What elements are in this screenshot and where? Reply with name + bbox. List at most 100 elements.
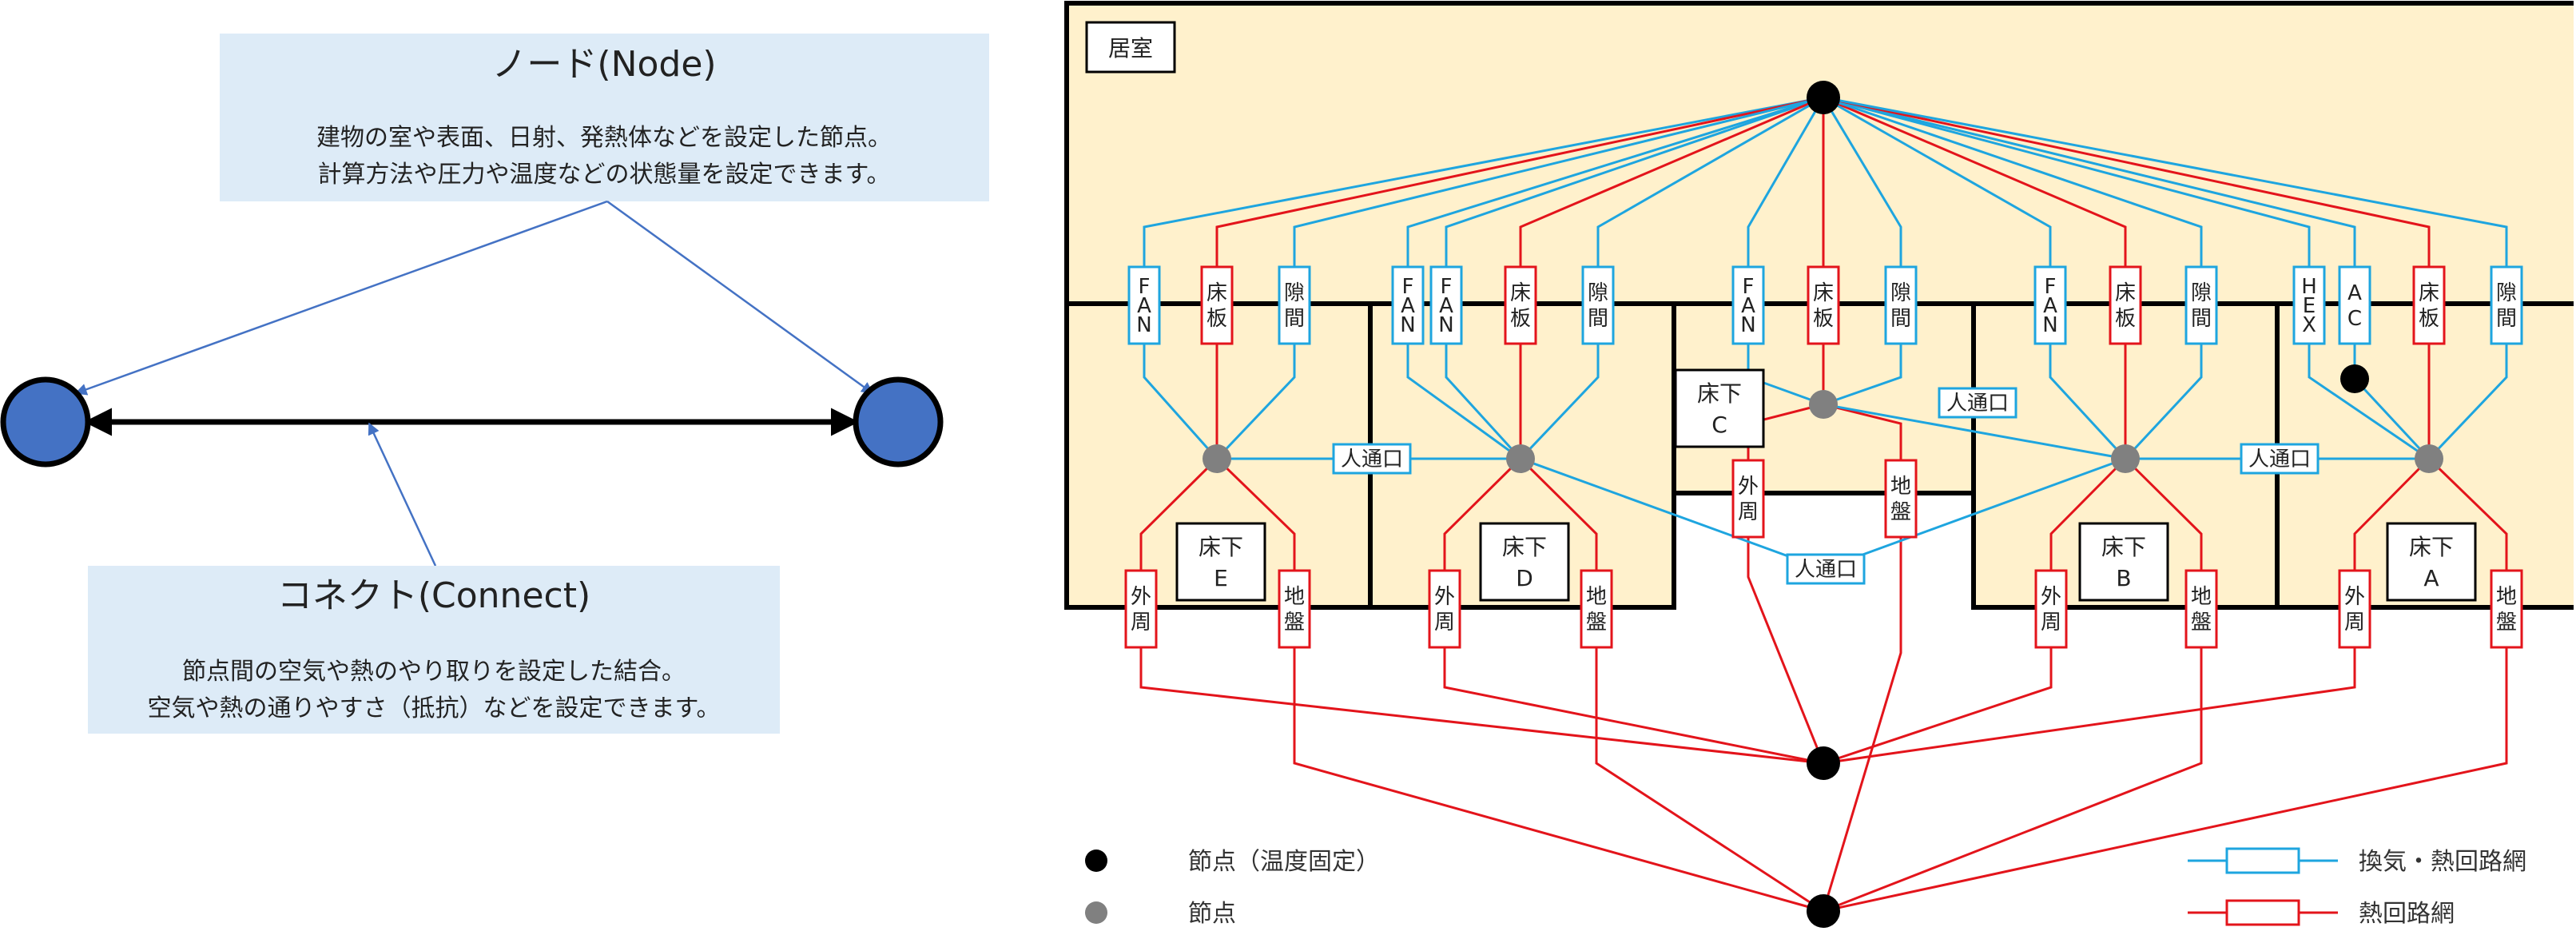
passage-box-long: 人通口 <box>1786 553 1866 585</box>
living-room-area <box>1067 3 2574 304</box>
lower-ground-box: 地盤 <box>2490 569 2523 649</box>
link-zone-hex <box>2308 344 2430 460</box>
link-top-fan <box>1445 96 1824 267</box>
upper-gap-label: 隙 <box>2191 281 2212 305</box>
node-underfloor-d <box>1506 444 1535 473</box>
node-callout-box <box>220 34 989 201</box>
link-top-floor_board <box>1823 96 2431 267</box>
room-label: 居室 <box>1108 35 1153 62</box>
passage-box-0: 人通口 <box>1332 443 1412 475</box>
link-ground-perimeter <box>1747 537 1825 764</box>
upper-floor_board-label: 床 <box>2115 281 2136 305</box>
upper-fan-box: FAN <box>1127 265 1161 345</box>
upper-hex-label: E <box>2303 294 2316 318</box>
lower-perimeter-box: 外周 <box>1124 569 1158 649</box>
legend-heat-text: 熱回路網 <box>2359 900 2455 928</box>
connect-pointer <box>368 422 437 567</box>
upper-fan-label: A <box>1741 294 1755 318</box>
underfloor-e-line1: 床下 <box>1199 534 1243 560</box>
upper-fan-label: F <box>1441 275 1453 299</box>
passage-box-1-label: 人通口 <box>1946 392 2009 416</box>
link-zone-fan <box>1143 344 1218 460</box>
link-zone-fan <box>2049 344 2127 460</box>
upper-gap-box: 隙間 <box>2490 265 2523 345</box>
link-ground-perimeter <box>1823 647 2053 765</box>
upper-gap-box: 隙間 <box>1581 265 1615 345</box>
link-down-ground <box>2124 457 2203 571</box>
underfloor-c-line1: 床下 <box>1697 380 1742 407</box>
upper-fan-box: FAN <box>1391 265 1425 345</box>
upper-gap-label: 隙 <box>1284 281 1305 305</box>
upper-gap-label: 間 <box>2496 307 2517 331</box>
lower-ground-label: 盤 <box>1890 500 1911 524</box>
passage-box-long-label: 人通口 <box>1795 558 1857 582</box>
link-zone-gap <box>1215 344 1296 460</box>
lower-perimeter-label: 周 <box>1434 611 1455 635</box>
legend-vent-text: 換気・熱回路網 <box>2359 848 2526 876</box>
node-callout-line1: 建物の室や表面、日射、発熱体などを設定した節点。 <box>316 124 892 152</box>
node-callout-title: ノード(Node) <box>491 44 716 85</box>
upper-fan-box: FAN <box>2033 265 2067 345</box>
lower-ground-label: 地 <box>2191 585 2212 609</box>
lower-perimeter-label: 外 <box>2041 585 2061 609</box>
underfloor-d-box <box>1479 522 1570 602</box>
lower-ground-box: 地盤 <box>1278 569 1311 649</box>
passage-box-1: 人通口 <box>1938 387 2017 419</box>
upper-fan-label: F <box>1743 275 1755 299</box>
link-top-ac <box>1823 96 2356 267</box>
link-top-hex <box>1823 96 2311 267</box>
upper-fan-box: FAN <box>1429 265 1463 345</box>
connection-lines <box>1139 96 2508 913</box>
node-underfloor-e <box>1203 444 1231 473</box>
diagram-legend: 節点（温度固定） 節点 換気・熱回路網 熱回路網 <box>1085 847 2526 928</box>
upper-fan-label: F <box>2045 275 2057 299</box>
upper-floor_board-box: 床板 <box>1807 265 1840 345</box>
upper-gap-box: 隙間 <box>1278 265 1311 345</box>
lower-ground-label: 盤 <box>1284 611 1305 635</box>
underfloor-b-box <box>2078 522 2169 602</box>
link-top-gap <box>1822 97 1902 267</box>
lower-ground-label: 地 <box>1586 585 1607 609</box>
upper-floor_board-label: 床 <box>1510 281 1531 305</box>
passage-box-2: 人通口 <box>2240 443 2320 475</box>
upper-hex-box: HEX <box>2292 265 2326 345</box>
legend-node-text: 節点 <box>1188 900 1236 928</box>
upper-floor_board-box: 床板 <box>1504 265 1537 345</box>
upper-fan-label: A <box>1401 294 1415 318</box>
upper-floor_board-label: 板 <box>1207 307 1227 331</box>
upper-fan-label: A <box>1137 294 1151 318</box>
node-underfloor-a <box>2415 444 2443 473</box>
link-ground-perimeter <box>1139 647 1824 765</box>
node-pointer-left <box>74 200 608 396</box>
upper-gap-label: 間 <box>2191 307 2212 331</box>
upper-fan-label: A <box>1439 294 1453 318</box>
upper-hex-label: H <box>2301 275 2317 299</box>
lower-perimeter-box: 外周 <box>2034 569 2068 649</box>
link-top-floor_board <box>1519 96 1824 267</box>
node-fixed-outdoor <box>1807 746 1840 780</box>
link-zone-gap <box>2427 344 2508 460</box>
link-ground-perimeter <box>1823 647 2356 765</box>
upper-fan-label: A <box>2043 294 2057 318</box>
passage-box-0-label: 人通口 <box>1341 448 1403 472</box>
link-ground-perimeter <box>1443 647 1824 765</box>
underfloor-d-line1: 床下 <box>1502 534 1547 560</box>
lower-ground-label: 地 <box>2496 585 2517 609</box>
upper-fan-label: N <box>1740 313 1755 337</box>
building-structure: 居室 <box>1064 1 2574 610</box>
upper-gap-label: 隙 <box>2496 281 2517 305</box>
link-zone-fan <box>1406 344 1521 460</box>
lower-perimeter-label: 周 <box>1131 611 1151 635</box>
upper-floor_board-label: 床 <box>1207 281 1227 305</box>
upper-floor_board-box: 床板 <box>1200 265 1234 345</box>
lower-perimeter-box: 外周 <box>2338 569 2371 649</box>
upper-ac-label: A <box>2347 281 2362 305</box>
network-diagram: 居室 FAN床板隙間FANFAN床板隙間FAN床板隙間FAN床板隙間HEXAC床… <box>1064 1 2574 928</box>
upper-ac-box: AC <box>2338 265 2371 345</box>
passage-box-2-label: 人通口 <box>2248 448 2311 472</box>
legend-fixed-node-text: 節点（温度固定） <box>1188 848 1380 876</box>
lower-ground-box: 地盤 <box>1884 459 1918 539</box>
connect-callout-line2: 空気や熱の通りやすさ（抵抗）などを設定できます。 <box>148 694 721 722</box>
upper-gap-box: 隙間 <box>1884 265 1918 345</box>
upper-floor_board-box: 床板 <box>2109 265 2142 345</box>
